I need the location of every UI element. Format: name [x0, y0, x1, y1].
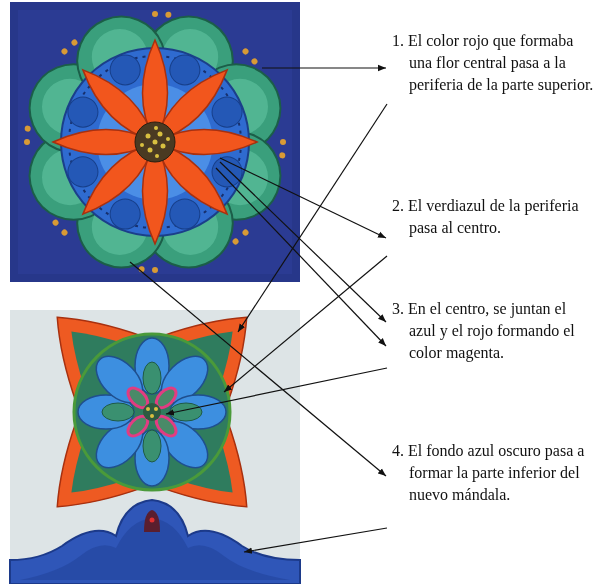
leader-arrow	[166, 368, 387, 414]
bottom-mandala	[10, 284, 300, 584]
leader-arrow	[238, 104, 387, 332]
leader-arrow	[216, 168, 386, 346]
leader-arrow	[130, 262, 386, 476]
blue-mound	[10, 500, 300, 584]
leader-arrow	[244, 528, 387, 552]
center-core	[143, 403, 161, 421]
mound-red-dot	[150, 518, 155, 523]
light-ground	[10, 310, 300, 584]
spike-green	[49, 309, 255, 515]
top-mandala	[10, 2, 300, 282]
leader-arrow	[224, 256, 387, 392]
mound-notch	[144, 510, 160, 532]
flower-center	[135, 122, 175, 162]
leader-arrow	[262, 67, 386, 68]
leader-arrow	[220, 162, 386, 322]
green-disc	[74, 334, 230, 490]
dark-blue-ground	[10, 2, 300, 282]
center-dots	[140, 126, 170, 158]
core-dots	[146, 407, 158, 418]
green-lobes	[102, 362, 202, 462]
magenta-loops	[124, 384, 179, 439]
note-text: 4. El fondo azul oscuro pasa a formar la…	[392, 440, 594, 506]
note-text: 2. El verdiazul de la periferia pasa al …	[392, 195, 594, 239]
ground-texture	[18, 10, 292, 274]
green-highlights	[33, 20, 276, 263]
orange-dots	[24, 11, 286, 273]
note-text: 3. En el centro, se juntan el azul y el …	[392, 298, 594, 364]
green-circles	[16, 3, 294, 281]
blue-lobes	[78, 338, 226, 486]
leader-arrows	[130, 68, 387, 552]
note-text: 1. El color rojo que formaba una flor ce…	[392, 30, 594, 96]
red-flower	[53, 40, 257, 244]
